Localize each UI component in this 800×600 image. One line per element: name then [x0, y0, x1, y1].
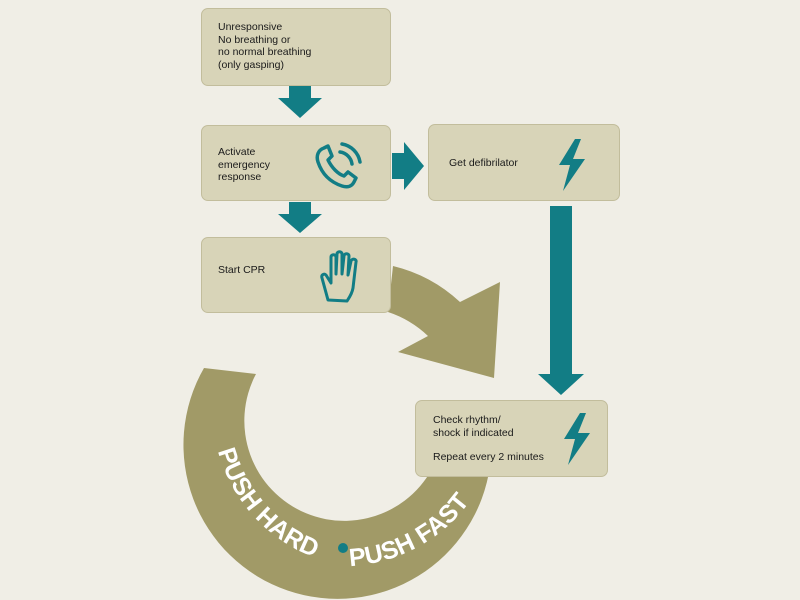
- step-line: Check rhythm/: [433, 414, 501, 426]
- step-line: Activate: [218, 146, 256, 158]
- step-line: emergency: [218, 158, 270, 171]
- step-line: No breathing or: [218, 33, 291, 46]
- phone-icon: [315, 142, 362, 189]
- step-unresponsive: Unresponsive No breathing or no normal b…: [201, 8, 391, 86]
- step-check-rhythm: Check rhythm/ shock if indicated Repeat …: [415, 400, 608, 477]
- flow-arrow-right: [392, 142, 424, 190]
- step-line: no normal breathing: [218, 46, 312, 58]
- step-line: shock if indicated: [433, 426, 514, 439]
- step-line: Start CPR: [218, 264, 266, 276]
- step-line: Get defibrilator: [449, 157, 518, 169]
- flow-arrow-down-2: [278, 202, 322, 233]
- step-line: Unresponsive: [218, 21, 283, 33]
- step-defibrillator-text: Get defibrilator: [449, 157, 518, 170]
- step-get-defibrillator: Get defibrilator: [428, 124, 620, 201]
- step-unresponsive-text: Unresponsive No breathing or no normal b…: [218, 21, 311, 71]
- hand-icon: [320, 250, 358, 303]
- step-activate-text: Activate emergency response: [218, 146, 270, 184]
- step-line: response: [218, 171, 262, 183]
- repeat-line: Repeat every 2 minutes: [433, 451, 544, 463]
- cycle-arrow: [183, 266, 500, 599]
- lightning-bolt-icon: [564, 413, 590, 465]
- step-cpr-text: Start CPR: [218, 264, 265, 277]
- lightning-bolt-icon: [559, 139, 585, 191]
- flow-arrow-down-1: [278, 86, 322, 118]
- separator-dot: [338, 543, 348, 553]
- step-start-cpr: Start CPR: [201, 237, 391, 313]
- step-line: (only gasping): [218, 58, 284, 71]
- step-activate-emergency: Activate emergency response: [201, 125, 391, 201]
- step-rhythm-text: Check rhythm/ shock if indicated Repeat …: [433, 414, 544, 464]
- flow-arrow-long-down: [538, 206, 584, 395]
